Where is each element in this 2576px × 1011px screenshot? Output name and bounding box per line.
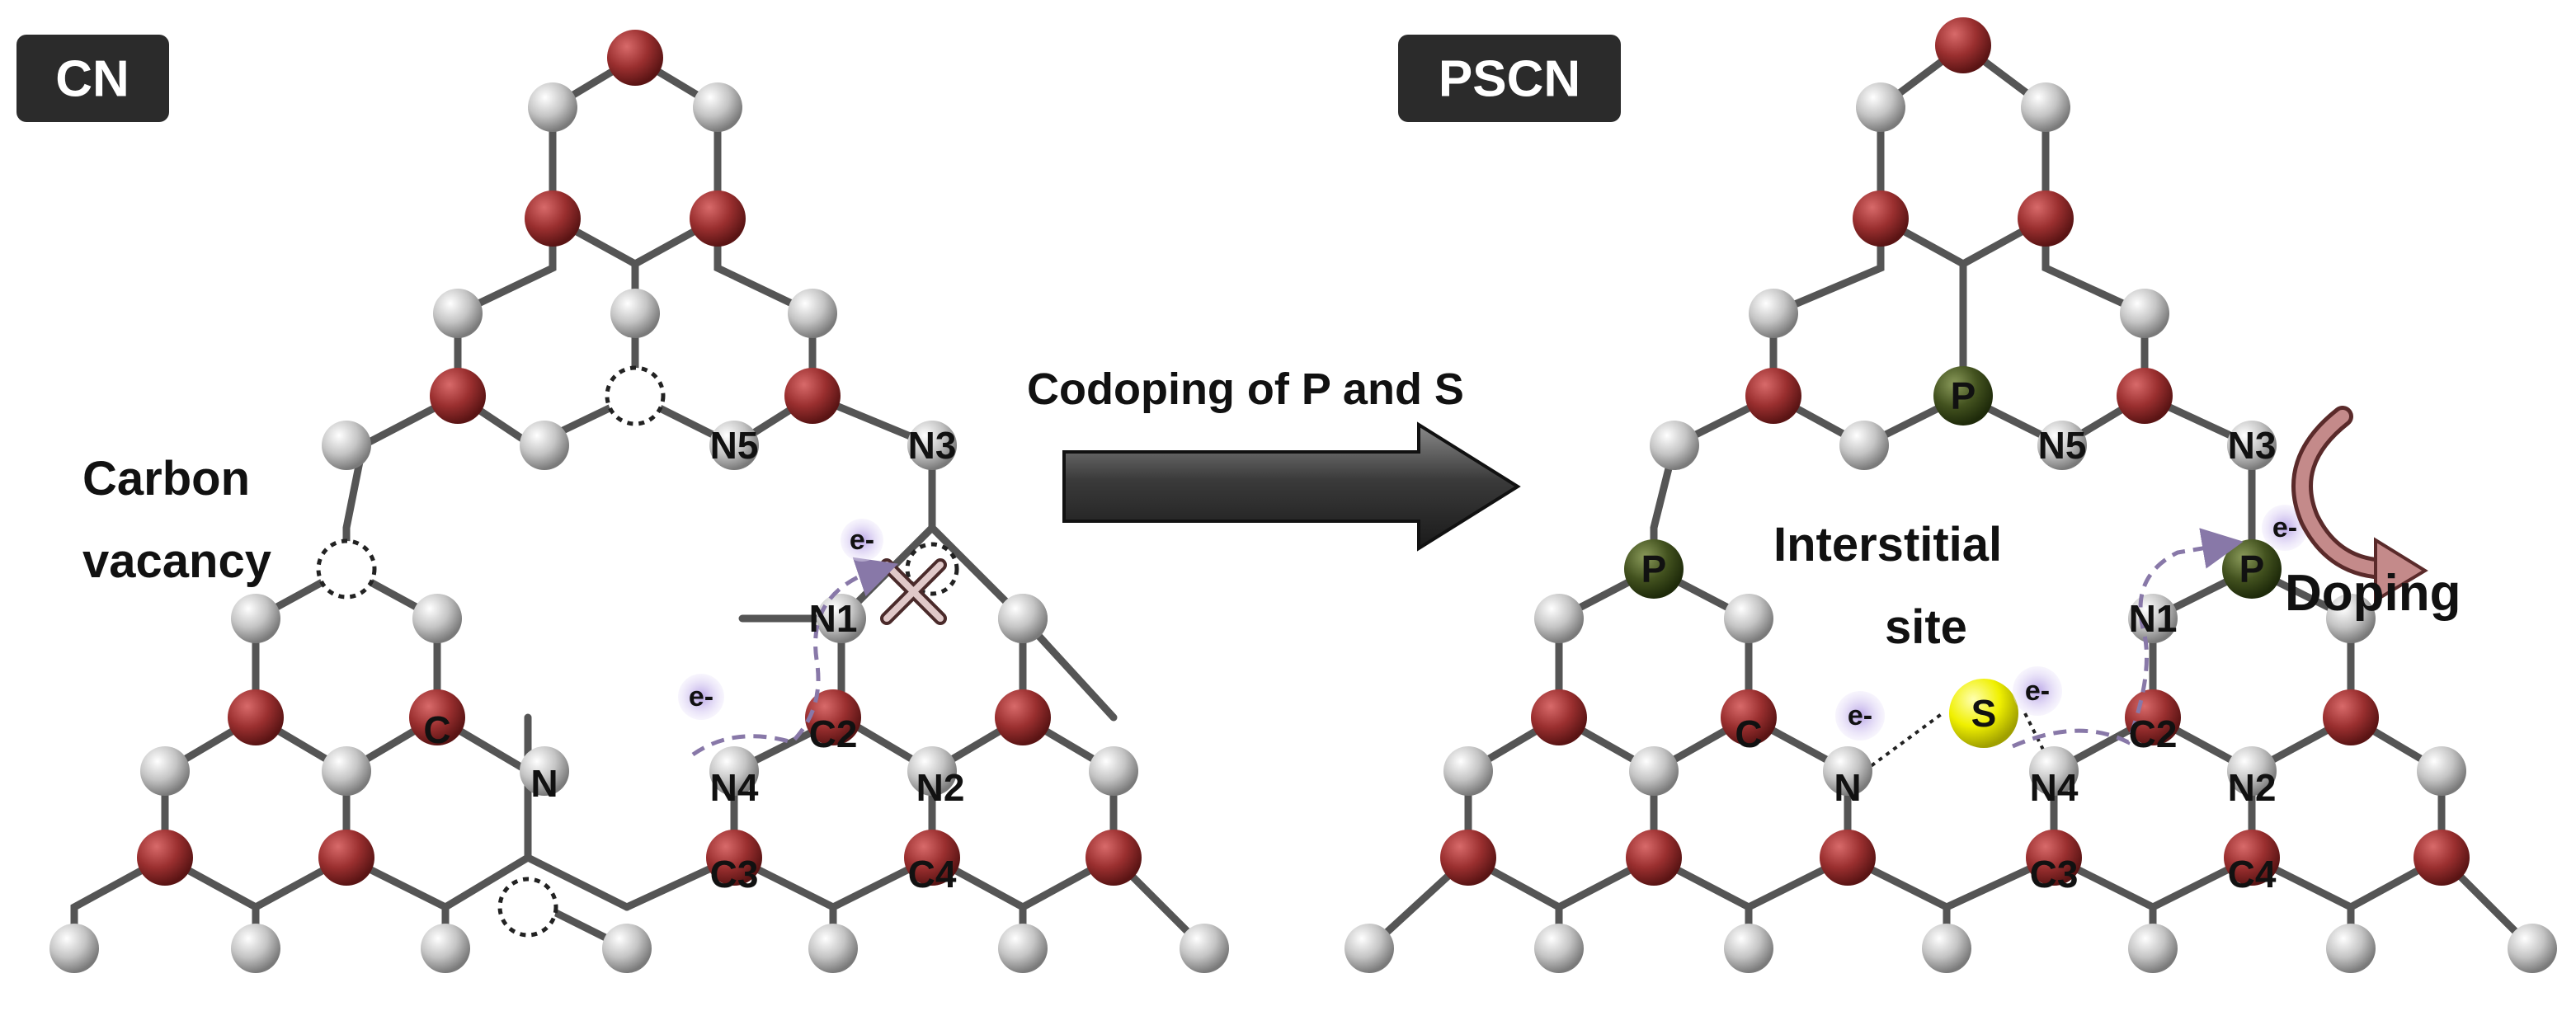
cn-vacancy-label-line2: vacancy <box>82 534 271 588</box>
pscn-electron-path <box>2011 528 2244 749</box>
left-panel-cn: CN <box>16 30 1229 973</box>
pscn-badge: PSCN <box>1398 35 1621 122</box>
pscn-label-n5: N5 <box>2038 424 2087 467</box>
cn-vacancy-left <box>316 538 377 600</box>
codoping-arrow: Codoping of P and S <box>1027 364 1521 552</box>
pscn-s-bonds <box>1863 712 2056 773</box>
cn-label-n3: N3 <box>908 424 957 467</box>
codoping-arrow-shape <box>1062 421 1521 552</box>
cn-vacancy-label-line1: Carbon <box>82 452 250 506</box>
svg-text:e-: e- <box>2025 675 2050 707</box>
pscn-atoms <box>1345 17 2557 973</box>
right-panel-pscn: P S C N <box>1345 17 2557 973</box>
cn-label-n5: N5 <box>710 424 759 467</box>
cn-electron-1: e- <box>841 519 883 562</box>
pscn-label-n2: N2 <box>2228 766 2277 809</box>
pscn-label-n1: N1 <box>2129 597 2178 640</box>
pscn-label-c4: C4 <box>2228 853 2277 896</box>
cn-badge-label: CN <box>55 51 130 108</box>
pscn-label-p-top: P <box>1951 374 1976 417</box>
cn-label-n2: N2 <box>916 766 965 809</box>
pscn-badge-label: PSCN <box>1439 51 1580 108</box>
pscn-label-p-right: P <box>2239 548 2265 590</box>
svg-text:e-: e- <box>2272 512 2297 543</box>
pscn-label-s: S <box>1971 692 1997 735</box>
pscn-p-atom-left <box>1624 539 1684 599</box>
pscn-interstitial-line2: site <box>1885 600 1967 654</box>
cn-label-n1: N1 <box>809 597 858 640</box>
svg-text:e-: e- <box>1848 700 1872 731</box>
pscn-label-n3: N3 <box>2228 424 2277 467</box>
cn-electron-2: e- <box>678 674 724 720</box>
pscn-badge-box <box>1398 35 1621 122</box>
pscn-p-atom-top <box>1933 366 1993 426</box>
cn-label-c3: C3 <box>710 853 759 896</box>
cn-label-c: C <box>423 708 450 751</box>
cn-label-n: N <box>530 762 558 805</box>
pscn-electron-2: e- <box>2013 666 2062 716</box>
svg-text:e-: e- <box>850 524 874 556</box>
cn-badge-box <box>16 35 169 122</box>
pscn-label-c: C <box>1735 712 1762 755</box>
pscn-doping-arrow <box>2291 406 2428 604</box>
cn-label-c4: C4 <box>908 853 957 896</box>
cn-vacancy-bottom <box>497 877 558 938</box>
pscn-label-c2: C2 <box>2129 712 2178 755</box>
pscn-label-p-left: P <box>1641 548 1667 590</box>
svg-text:e-: e- <box>689 681 713 712</box>
cn-label-n4: N4 <box>710 766 759 809</box>
cn-badge: CN <box>16 35 169 122</box>
pscn-electron-1: e- <box>1835 691 1885 741</box>
pscn-doping-label: Doping <box>2285 565 2461 622</box>
pscn-bonds <box>1365 40 2536 952</box>
cn-label-c2: C2 <box>809 712 858 755</box>
pscn-label-n4: N4 <box>2030 766 2079 809</box>
cn-electron-path <box>691 557 898 757</box>
pscn-label-n: N <box>1834 766 1861 809</box>
codoping-arrow-label: Codoping of P and S <box>1027 364 1464 414</box>
pscn-interstitial-line1: Interstitial <box>1773 518 2002 571</box>
cn-vacancy-top <box>605 365 666 426</box>
pscn-label-c3: C3 <box>2030 853 2079 896</box>
cn-atoms <box>49 30 1229 973</box>
pscn-s-atom <box>1949 679 2018 748</box>
pscn-electron-3: e- <box>2262 505 2308 551</box>
